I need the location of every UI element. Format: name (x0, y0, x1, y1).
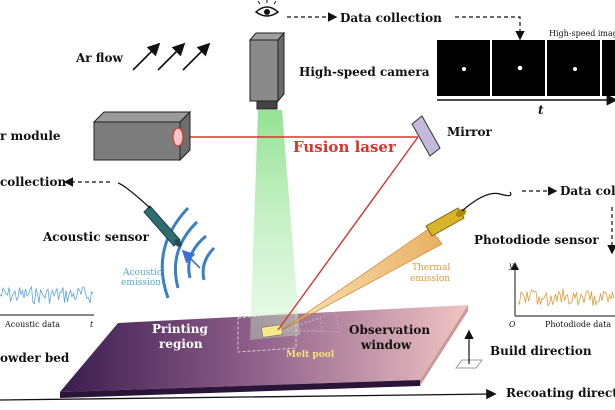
time-axis-label: t (538, 103, 544, 117)
high-speed-image-strip (437, 40, 615, 106)
recoating-direction-label: Recoating direction (506, 386, 615, 400)
photodiode-data-label: Photodiode data (545, 320, 611, 329)
thermal-emission-label-line2: emission (410, 274, 450, 284)
recoating-direction-arrow (0, 388, 497, 401)
high-speed-camera (248, 31, 286, 110)
thermal-emission-label-line1: Thermal (412, 263, 450, 273)
printing-region-label-line2: region (159, 337, 203, 351)
data-collection-right-label: Data colle (560, 184, 615, 198)
acoustic-data-plot (0, 285, 94, 316)
mirror (411, 115, 441, 157)
powder-bed-label: owder bed (0, 351, 70, 365)
photodiode-sensor (425, 191, 512, 237)
ar-flow-arrows (132, 42, 211, 71)
acoustic-sensor-label: Acoustic sensor (42, 230, 150, 244)
thermal-emission-cone (281, 227, 443, 331)
powder-bed (60, 305, 468, 398)
data-to-images-arrow (455, 16, 525, 41)
mirror-label: Mirror (447, 125, 492, 139)
photodiode-data-plot (511, 262, 615, 317)
observation-window-label-line1: Observation (349, 323, 430, 337)
acoustic-waves-icon (160, 206, 216, 299)
photodiode-sensor-label: Photodiode sensor (474, 233, 599, 247)
melt-pool-label: Melt pool (286, 350, 335, 360)
high-speed-images-label: High-speed image (549, 29, 615, 38)
build-direction-icon (455, 329, 483, 369)
fusion-laser-path (185, 136, 419, 331)
acoustic-direction-arrow (181, 249, 201, 269)
laser-module (92, 110, 192, 162)
acoustic-emission-label-line1: Acoustic (122, 268, 162, 278)
observation-window-label-line2: window (360, 338, 412, 352)
acoustic-sensor (117, 182, 182, 247)
camera-view-cone (250, 110, 300, 340)
data-collection-top-label: Data collection (340, 11, 442, 25)
acoustic-emission-label-line2: emission (121, 278, 161, 288)
photodiode-y-label: y (508, 261, 514, 270)
laser-module-label: r module (0, 129, 61, 143)
high-speed-camera-label: High-speed camera (299, 65, 430, 79)
acoustic-t-label: t (90, 320, 94, 329)
ar-flow-label: Ar flow (75, 51, 124, 65)
printing-region-label-line1: Printing (152, 322, 208, 336)
eye-icon (254, 0, 280, 17)
melt-pool-marker (261, 311, 341, 338)
photodiode-origin-label: O (509, 320, 516, 329)
build-direction-label: Build direction (490, 344, 592, 358)
acoustic-data-label: Acoustic data (4, 320, 60, 329)
fusion-laser-label: Fusion laser (293, 138, 397, 156)
data-collection-left-label: collection (0, 175, 66, 189)
